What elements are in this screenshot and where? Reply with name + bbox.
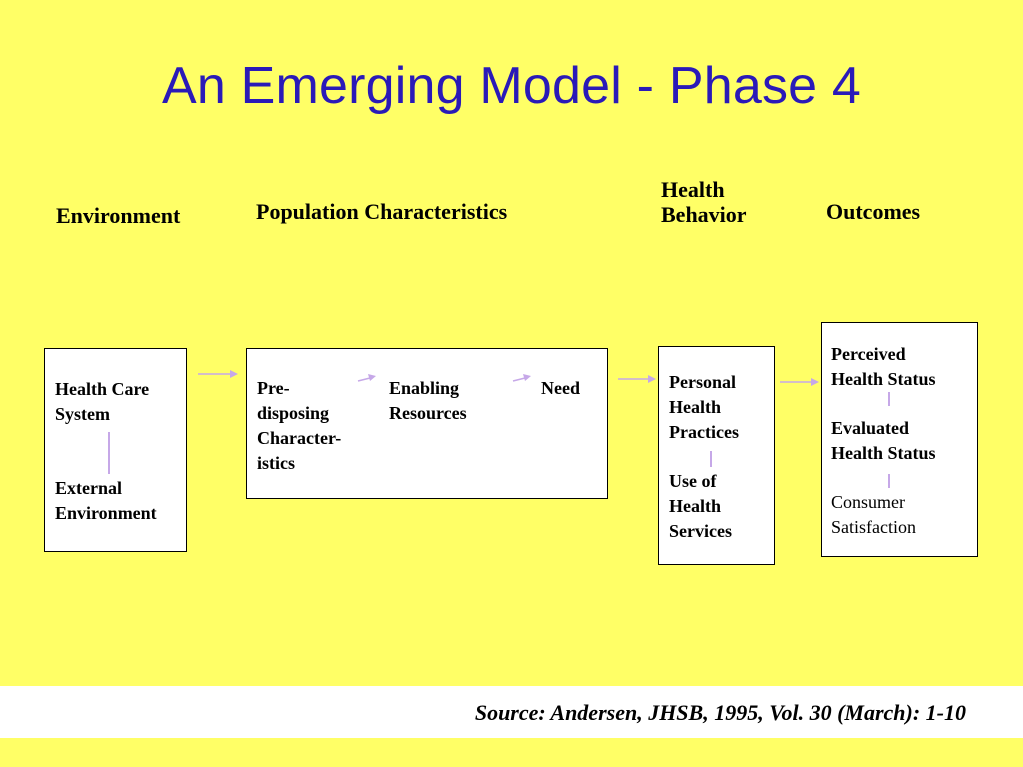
heading-health-behavior-line2: Behavior — [661, 202, 747, 227]
arrow-enabling-to-need — [512, 374, 531, 382]
health-care-system-line1: Health Care — [55, 379, 150, 399]
predisposing-characteristics-label: Pre- disposing Character- istics — [257, 376, 341, 476]
personal-health-practices-line2: Health — [669, 397, 721, 417]
external-environment-line2: Environment — [55, 503, 157, 523]
environment-box — [44, 348, 187, 552]
use-of-health-services-line1: Use of — [669, 471, 717, 491]
evaluated-health-status-line2: Health Status — [831, 443, 936, 463]
external-environment-label: External Environment — [55, 476, 157, 526]
perceived-health-status-line1: Perceived — [831, 344, 906, 364]
perceived-health-status-line2: Health Status — [831, 369, 936, 389]
health-care-system-line2: System — [55, 404, 110, 424]
external-environment-line1: External — [55, 478, 122, 498]
use-of-health-services-line3: Services — [669, 521, 732, 541]
heading-health-behavior: Health Behavior — [661, 177, 747, 227]
use-of-health-services-line2: Health — [669, 496, 721, 516]
personal-health-practices-line1: Personal — [669, 372, 736, 392]
consumer-satisfaction-line2: Satisfaction — [831, 517, 916, 537]
use-of-health-services-label: Use of Health Services — [669, 469, 732, 544]
enabling-resources-label: Enabling Resources — [389, 376, 467, 426]
evaluated-health-status-line1: Evaluated — [831, 418, 910, 438]
arrow-environment-to-population — [198, 370, 238, 378]
personal-health-practices-label: Personal Health Practices — [669, 370, 739, 445]
enabling-line1: Enabling — [389, 378, 460, 398]
source-citation: Source: Andersen, JHSB, 1995, Vol. 30 (M… — [474, 700, 966, 725]
personal-health-practices-line3: Practices — [669, 422, 739, 442]
predisposing-line4: istics — [257, 453, 295, 473]
population-box — [246, 348, 608, 499]
heading-health-behavior-line1: Health — [661, 177, 725, 202]
arrow-behavior-to-outcomes — [780, 378, 819, 386]
environment-connector-line — [108, 432, 110, 474]
slide-title: An Emerging Model - Phase 4 — [161, 57, 862, 115]
consumer-satisfaction-label: Consumer Satisfaction — [831, 490, 916, 540]
heading-population-characteristics: Population Characteristics — [256, 199, 508, 224]
need-label: Need — [541, 378, 580, 398]
consumer-satisfaction-line1: Consumer — [831, 492, 905, 512]
arrow-predisposing-to-enabling — [357, 374, 376, 382]
outcomes-box — [821, 322, 978, 557]
enabling-line2: Resources — [389, 403, 467, 423]
health-behavior-box — [658, 346, 775, 565]
heading-environment: Environment — [56, 203, 181, 228]
predisposing-line3: Character- — [257, 428, 342, 448]
perceived-health-status-label: Perceived Health Status — [831, 342, 936, 392]
health-care-system-label: Health Care System — [55, 377, 149, 427]
outcomes-connector-line-1 — [888, 392, 890, 406]
predisposing-line1: Pre- — [257, 378, 290, 398]
evaluated-health-status-label: Evaluated Health Status — [831, 416, 936, 466]
heading-outcomes: Outcomes — [826, 199, 921, 224]
footer-band — [0, 686, 1023, 738]
outcomes-connector-line-2 — [888, 474, 890, 488]
behavior-connector-line — [710, 451, 712, 467]
predisposing-line2: disposing — [257, 403, 330, 423]
arrow-population-to-behavior — [618, 375, 656, 383]
